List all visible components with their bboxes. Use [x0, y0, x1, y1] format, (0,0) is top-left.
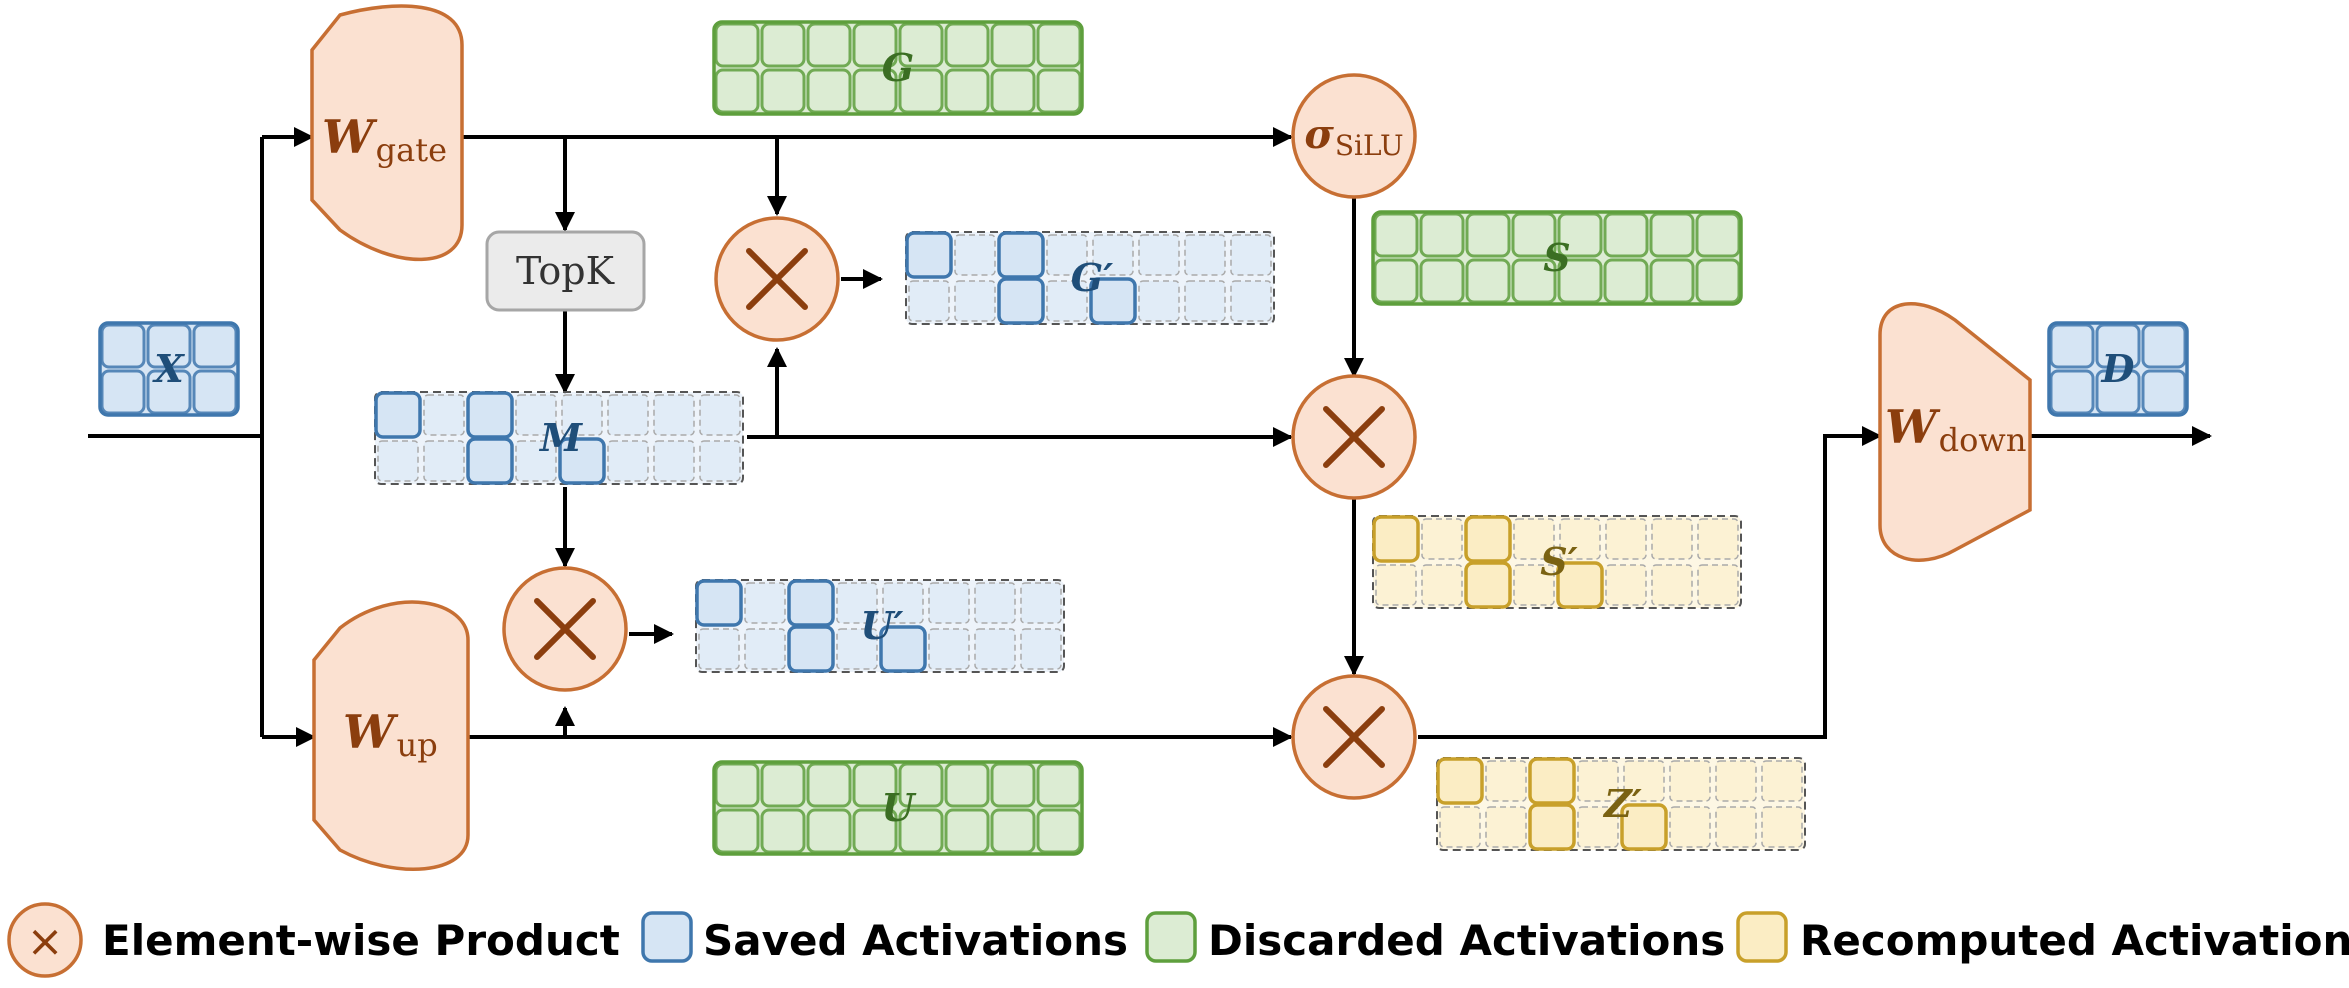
w-down-subscript: down — [1939, 421, 2027, 459]
w-up-block: Wup — [312, 600, 470, 872]
product-node-u — [502, 566, 628, 692]
legend-recomputed-label: Recomputed Activations — [1800, 916, 2349, 965]
topk-label: TopK — [516, 249, 615, 293]
w-up-label: W — [343, 705, 399, 759]
sigma-label: σ — [1304, 111, 1334, 158]
legend-product-label: Element-wise Product — [102, 916, 620, 965]
grid-z-prime-label: Z′ — [1602, 781, 1642, 826]
grid-d-label: D — [2101, 346, 2135, 391]
grid-d: D — [2047, 321, 2189, 417]
legend-saved: Saved Activations — [641, 911, 1128, 965]
svg-text:Wup: Wup — [343, 705, 438, 764]
grid-m: M — [374, 391, 744, 485]
svg-text:Wdown: Wdown — [1885, 400, 2026, 459]
legend-discarded-label: Discarded Activations — [1208, 916, 1725, 965]
grid-s-prime: S′ — [1372, 515, 1742, 609]
legend-discarded: Discarded Activations — [1145, 911, 1725, 965]
legend-saved-label: Saved Activations — [703, 916, 1128, 965]
topk-block: TopK — [485, 230, 646, 312]
grid-u: U — [712, 760, 1084, 856]
activation-grids: X G S U D M G′ U′ S′ Z′ — [98, 20, 2189, 856]
grid-g-label: G — [882, 45, 914, 90]
legend: × Element-wise Product Saved Activations… — [7, 902, 2349, 978]
grid-z-prime: Z′ — [1436, 757, 1806, 851]
legend-product-icon: × — [27, 916, 64, 967]
svg-text:σSiLU: σSiLU — [1304, 111, 1403, 162]
legend-recomputed: Recomputed Activations — [1736, 911, 2349, 965]
grid-g-prime-label: G′ — [1071, 255, 1113, 300]
grid-u-prime: U′ — [695, 579, 1065, 673]
svg-text:Wgate: Wgate — [322, 110, 447, 169]
grid-g-prime: G′ — [905, 231, 1275, 325]
grid-s-prime-label: S′ — [1540, 539, 1577, 584]
product-node-z — [1291, 674, 1417, 800]
grid-g: G — [712, 20, 1084, 116]
w-gate-label: W — [322, 110, 378, 164]
w-gate-subscript: gate — [376, 131, 447, 169]
w-up-subscript: up — [397, 726, 438, 764]
grid-s-label: S — [1543, 235, 1570, 280]
grid-m-label: M — [538, 415, 583, 460]
w-down-block: Wdown — [1878, 302, 2032, 562]
w-down-label: W — [1885, 400, 1941, 454]
grid-u-prime-label: U′ — [860, 603, 903, 648]
connection-line — [1418, 426, 1882, 739]
legend-product: × Element-wise Product — [7, 902, 620, 978]
product-nodes — [502, 216, 1417, 800]
grid-s: S — [1371, 210, 1743, 306]
grid-u-label: U — [881, 785, 917, 830]
grid-x-label: X — [152, 346, 185, 391]
product-node-s — [1291, 374, 1417, 500]
connection-lines — [88, 127, 2212, 747]
w-gate-block: Wgate — [310, 4, 464, 262]
sigma-silu-node: σSiLU — [1291, 73, 1417, 199]
product-node-g — [714, 216, 840, 342]
grid-x: X — [98, 321, 240, 417]
sigma-subscript: SiLU — [1335, 129, 1404, 162]
